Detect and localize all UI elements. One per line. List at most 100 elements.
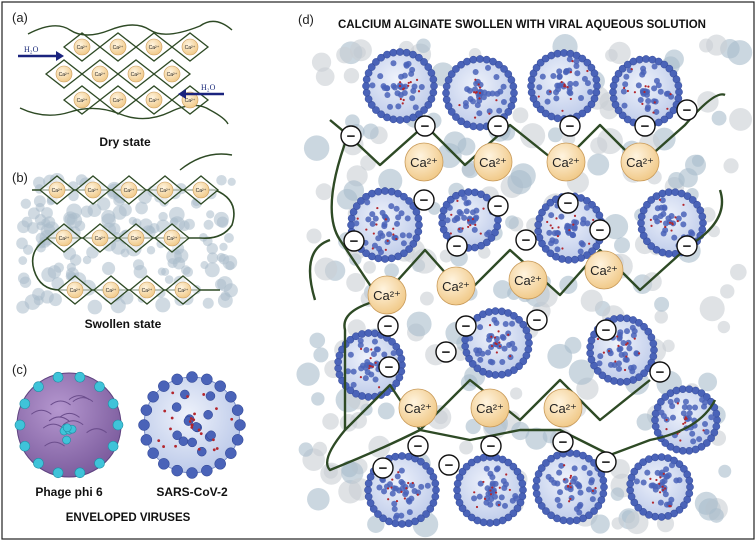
- virus-spike: [430, 82, 438, 90]
- virus-spike: [592, 75, 601, 84]
- virus-spike: [577, 254, 585, 262]
- calcium-ion-label: Ca²⁺: [149, 45, 160, 51]
- virus-spike: [579, 220, 586, 227]
- virus-spike: [676, 477, 683, 484]
- charge-symbol: −: [566, 118, 575, 135]
- virus-spike: [500, 98, 507, 105]
- virus-spike: [576, 509, 583, 516]
- virus-spike: [607, 361, 614, 368]
- membrane-protein: [199, 432, 203, 436]
- virus-spike: [415, 221, 423, 229]
- phage-spike: [52, 371, 64, 383]
- water-blob: [16, 237, 28, 250]
- virus-spike: [473, 313, 482, 322]
- virus-spike: [376, 245, 383, 252]
- virus-spike: [496, 107, 503, 114]
- water-blob: [19, 276, 32, 288]
- virus-spike: [537, 502, 546, 510]
- virus-spike: [579, 514, 587, 523]
- virus-spike: [693, 200, 701, 209]
- calcium-ion-body: [404, 142, 444, 182]
- negative-charge: −: [676, 235, 698, 257]
- virus-spike: [571, 475, 578, 482]
- virus-spike: [668, 213, 675, 220]
- virus-spike: [548, 212, 555, 219]
- water-blob: [520, 123, 546, 149]
- membrane-protein: [659, 220, 662, 223]
- membrane-protein: [371, 247, 374, 250]
- virus-spike: [550, 72, 557, 79]
- calcium-ion: Ca²⁺: [508, 260, 548, 300]
- virus-spike: [463, 208, 470, 215]
- virus-spike: [352, 202, 361, 210]
- virus-spike: [541, 109, 550, 118]
- membrane-protein: [638, 352, 641, 355]
- virus-spike: [399, 485, 406, 492]
- membrane-protein: [197, 447, 201, 451]
- water-blob: [307, 487, 330, 511]
- virus-spike: [400, 192, 408, 201]
- membrane-protein: [411, 481, 414, 485]
- water-blob: [217, 276, 233, 292]
- membrane-protein: [375, 223, 378, 226]
- charge-circle: [435, 341, 457, 363]
- water-blob: [336, 46, 353, 64]
- virus-spike: [564, 256, 573, 264]
- membrane-protein: [549, 90, 552, 93]
- water-blob: [206, 210, 215, 219]
- negative-charge: −: [557, 192, 579, 214]
- water-blob: [158, 211, 168, 222]
- virus-spike: [558, 213, 565, 220]
- virus-spike: [630, 467, 639, 476]
- virus-spike: [586, 349, 594, 358]
- virus-spike: [538, 208, 546, 217]
- water-blob: [220, 291, 231, 302]
- membrane-protein: [684, 416, 687, 419]
- membrane-protein: [387, 498, 390, 501]
- virus-spike: [394, 220, 401, 227]
- water-blob: [698, 372, 718, 392]
- virus-spike: [374, 510, 382, 518]
- virus-spike: [377, 73, 384, 80]
- panel-d-letter: (d): [298, 12, 314, 27]
- virus-spike: [391, 452, 400, 461]
- water-blob: [350, 411, 367, 429]
- virus-spike: [519, 486, 527, 494]
- phage-spike: [62, 423, 72, 433]
- virus-spike: [389, 490, 396, 497]
- water-blob: [202, 297, 214, 309]
- spike-protein: [225, 447, 237, 459]
- virus-spike: [532, 483, 540, 491]
- virus-spike: [640, 369, 648, 377]
- virus-spike: [426, 505, 435, 513]
- virus-spike: [532, 63, 541, 72]
- water-blob: [155, 297, 171, 313]
- virus-spike: [486, 108, 493, 115]
- virus-spike: [578, 240, 585, 247]
- membrane-protein: [170, 416, 174, 420]
- water-blob: [204, 262, 220, 278]
- membrane-protein: [626, 342, 629, 345]
- virus-spike: [665, 111, 674, 120]
- virus-spike: [556, 73, 563, 80]
- virus-particle: [626, 453, 694, 521]
- membrane-protein: [163, 409, 167, 413]
- virus-spike: [467, 335, 474, 342]
- membrane-protein: [674, 216, 677, 219]
- membrane-protein: [563, 83, 566, 86]
- virus-spike: [681, 404, 688, 411]
- membrane-protein: [633, 337, 636, 340]
- virus-spike: [473, 364, 482, 373]
- virus-spike: [675, 506, 684, 514]
- membrane-protein: [658, 482, 661, 485]
- virus-spike: [395, 214, 402, 221]
- water-blob: [678, 168, 698, 188]
- virus-spike: [604, 374, 612, 383]
- spike-protein: [140, 404, 153, 416]
- virus-spike: [571, 465, 578, 472]
- water-blob: [694, 491, 718, 515]
- membrane-protein: [588, 242, 591, 245]
- calcium-ion-label: Ca²⁺: [590, 263, 618, 278]
- virus-spike: [402, 48, 411, 57]
- calcium-ion-label: Ca²⁺: [514, 273, 542, 288]
